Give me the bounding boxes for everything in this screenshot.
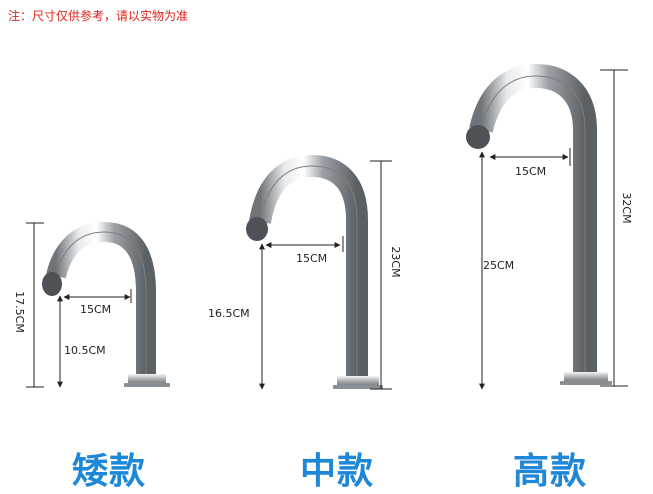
faucet-medium-image [246, 154, 383, 389]
faucet-medium-dimensions [259, 160, 392, 390]
model-label-tall: 高款 [513, 451, 588, 492]
faucet-tall-reach: 15CM [515, 165, 546, 178]
model-label-medium: 中款 [300, 451, 375, 492]
disclaimer-note: 注：尺寸仅供参考，请以实物为准 [8, 9, 189, 23]
faucet-medium-spout-height: 16.5CM [208, 307, 250, 320]
faucet-medium-total-height: 23CM [389, 246, 402, 277]
faucet-tall-image [466, 63, 612, 385]
faucet-short-dimensions [26, 222, 132, 388]
faucet-tall-spout-height: 25CM [483, 259, 514, 272]
faucet-short-image [42, 221, 170, 387]
faucet-tall-dimensions [479, 69, 628, 390]
faucet-short-spout-height: 10.5CM [64, 344, 106, 357]
faucet-tall-total-height: 32CM [620, 192, 633, 223]
faucet-medium-reach: 15CM [296, 252, 327, 265]
faucet-short-total-height: 17.5CM [13, 291, 26, 333]
model-label-short: 矮款 [72, 451, 147, 492]
faucet-short-reach: 15CM [80, 303, 111, 316]
